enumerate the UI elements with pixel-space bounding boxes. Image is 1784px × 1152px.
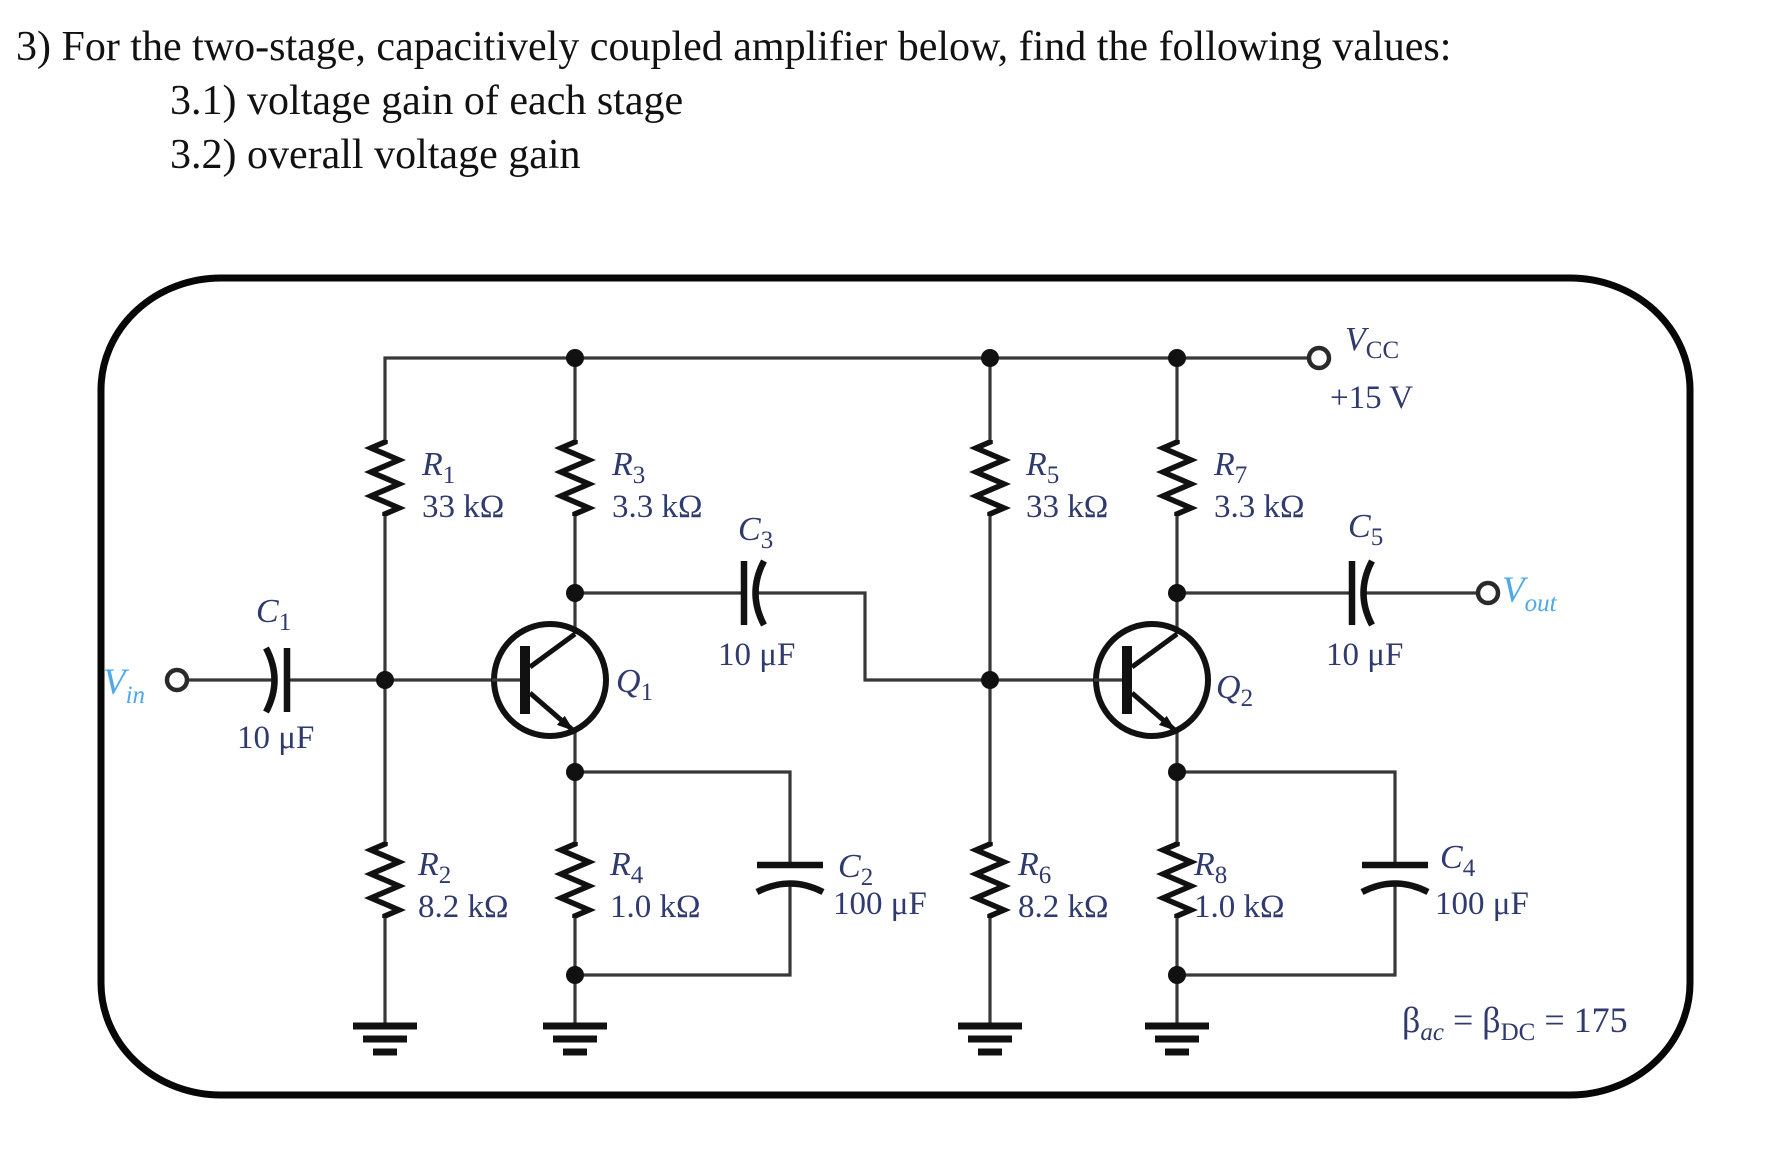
resistor-R1-symbol <box>371 440 399 516</box>
problem-item1: 3.1) voltage gain of each stage <box>170 78 683 124</box>
junction-dot <box>1168 584 1186 602</box>
C3-value-label: 10 μF <box>718 637 795 673</box>
vcc-label: VCC <box>1345 321 1399 364</box>
ground-icon <box>958 1026 1022 1052</box>
vcc-value-label: +15 V <box>1330 380 1413 416</box>
ground-icon <box>353 1026 417 1052</box>
C2-ref-label: C2 <box>838 848 873 891</box>
C4-value-label: 100 μF <box>1435 886 1529 922</box>
capacitor-C5-symbol <box>1348 559 1375 627</box>
wire-c2-top-branch <box>575 770 792 865</box>
junction-dot <box>566 584 584 602</box>
Q2-ref-label: Q2 <box>1216 669 1253 712</box>
vin-terminal <box>164 667 190 693</box>
R3-value-label: 3.3 kΩ <box>612 489 703 525</box>
wire-c3-to-q2-base <box>757 591 1097 682</box>
problem-item2: 3.2) overall voltage gain <box>170 132 581 178</box>
resistor-R6-symbol <box>976 842 1004 918</box>
capacitor-C2-symbol <box>755 861 825 895</box>
junction-dot <box>566 966 584 984</box>
resistor-R3-symbol <box>561 440 589 516</box>
R6-value-label: 8.2 kΩ <box>1018 889 1109 925</box>
wire-c2-bottom-branch <box>575 883 792 977</box>
R2-ref-label: R2 <box>417 846 451 889</box>
junction-dots <box>376 349 1186 984</box>
R5-value-label: 33 kΩ <box>1026 489 1108 525</box>
wire-top-rail <box>383 356 1308 440</box>
vcc-terminal <box>1306 345 1332 371</box>
C1-value-label: 10 μF <box>237 720 314 756</box>
junction-dot <box>981 671 999 689</box>
R8-ref-label: R8 <box>1193 846 1227 889</box>
C1-ref-label: C1 <box>256 593 291 636</box>
C5-value-label: 10 μF <box>1326 637 1403 673</box>
C4-ref-label: C4 <box>1440 839 1476 882</box>
vin-label: Vin <box>103 662 145 709</box>
R3-ref-label: R3 <box>611 446 645 489</box>
transistor-Q2-symbol <box>1094 624 1208 736</box>
junction-dot <box>1168 349 1186 367</box>
R6-ref-label: R6 <box>1017 846 1051 889</box>
R4-value-label: 1.0 kΩ <box>610 889 701 925</box>
resistor-R8-symbol <box>1163 842 1191 918</box>
wire-c4-bottom-branch <box>1177 883 1397 977</box>
ground-symbols <box>353 1026 1209 1052</box>
capacitor-symbols <box>263 559 1430 895</box>
resistor-R5-symbol <box>976 440 1004 516</box>
junction-dot <box>1168 966 1186 984</box>
C5-ref-label: C5 <box>1348 508 1383 551</box>
junction-dot <box>1168 763 1186 781</box>
junction-dot <box>376 671 394 689</box>
resistor-R7-symbol <box>1163 440 1191 516</box>
resistor-R2-symbol <box>371 842 399 918</box>
R1-ref-label: R1 <box>421 446 455 489</box>
capacitor-C4-symbol <box>1360 861 1430 895</box>
resistor-R4-symbol <box>561 842 589 918</box>
R4-ref-label: R4 <box>609 846 644 889</box>
component-labels: R1 33 kΩ R3 3.3 kΩ R5 33 kΩ R7 3.3 kΩ R2… <box>103 321 1628 1046</box>
junction-dot <box>981 349 999 367</box>
capacitor-C1-symbol <box>263 646 291 714</box>
junction-dot <box>566 349 584 367</box>
capacitor-C3-symbol <box>740 559 767 627</box>
beta-note: βac = βDC = 175 <box>1402 1000 1628 1046</box>
ground-icon <box>543 1026 607 1052</box>
wires <box>187 356 1478 1026</box>
R8-value-label: 1.0 kΩ <box>1194 889 1285 925</box>
C2-value-label: 100 μF <box>833 886 927 922</box>
C3-ref-label: C3 <box>738 511 773 554</box>
R7-value-label: 3.3 kΩ <box>1214 489 1305 525</box>
R5-ref-label: R5 <box>1025 446 1059 489</box>
vout-terminal <box>1475 580 1501 606</box>
transistor-Q1-symbol <box>492 624 606 736</box>
circuit-enclosure <box>97 274 1694 1099</box>
Q1-ref-label: Q1 <box>616 663 653 706</box>
junction-dot <box>566 763 584 781</box>
R7-ref-label: R7 <box>1213 446 1247 489</box>
problem-line1: 3) For the two-stage, capacitively coupl… <box>16 24 1451 70</box>
R2-value-label: 8.2 kΩ <box>418 889 509 925</box>
vout-label: Vout <box>1502 570 1558 617</box>
wire-c4-top-branch <box>1177 770 1397 865</box>
ground-icon <box>1145 1026 1209 1052</box>
R1-value-label: 33 kΩ <box>422 489 504 525</box>
